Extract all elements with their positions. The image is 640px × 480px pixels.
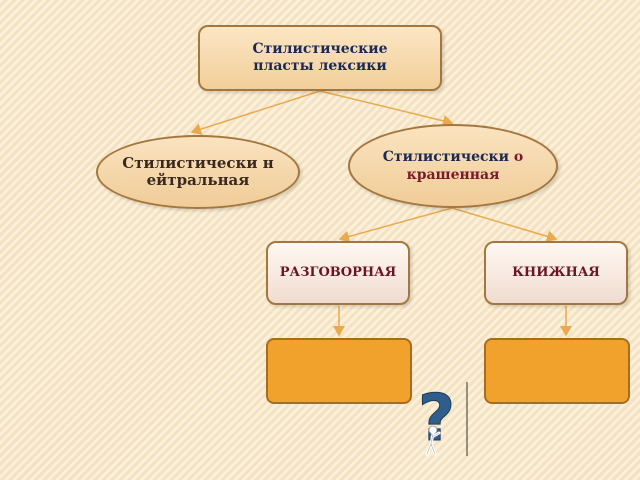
connector-root-neutral bbox=[190, 90, 321, 135]
bookish-node-label: КНИЖНАЯ bbox=[512, 265, 600, 280]
neutral-node: Стилистически нейтральная bbox=[96, 135, 300, 209]
colored-node-prefix: Стилистически bbox=[382, 149, 514, 165]
question-mark-figure-icon: ? bbox=[418, 382, 468, 457]
bookish-node: КНИЖНАЯ bbox=[484, 241, 628, 305]
colloquial-node-label: РАЗГОВОРНАЯ bbox=[279, 265, 397, 280]
stick-figure-icon bbox=[425, 425, 441, 456]
connector-root-colored bbox=[319, 90, 454, 127]
bookish-empty-box bbox=[484, 338, 630, 404]
colored-node-label: Стилистически окрашенная bbox=[380, 148, 526, 184]
colloquial-node: РАЗГОВОРНАЯ bbox=[266, 241, 410, 305]
colored-node: Стилистически окрашенная bbox=[348, 124, 558, 208]
connector-colored-bookish bbox=[451, 207, 558, 243]
root-node-stylistic-layers: Стилистические пласты лексики bbox=[198, 25, 442, 91]
root-node-label: Стилистические пласты лексики bbox=[252, 41, 388, 74]
colored-node-accent: окрашенная bbox=[406, 149, 524, 183]
neutral-node-label: Стилистически нейтральная bbox=[122, 154, 274, 189]
colloquial-empty-box bbox=[266, 338, 412, 404]
question-mark-glyph: ? bbox=[418, 382, 455, 456]
connector-colored-colloquial bbox=[338, 207, 453, 243]
